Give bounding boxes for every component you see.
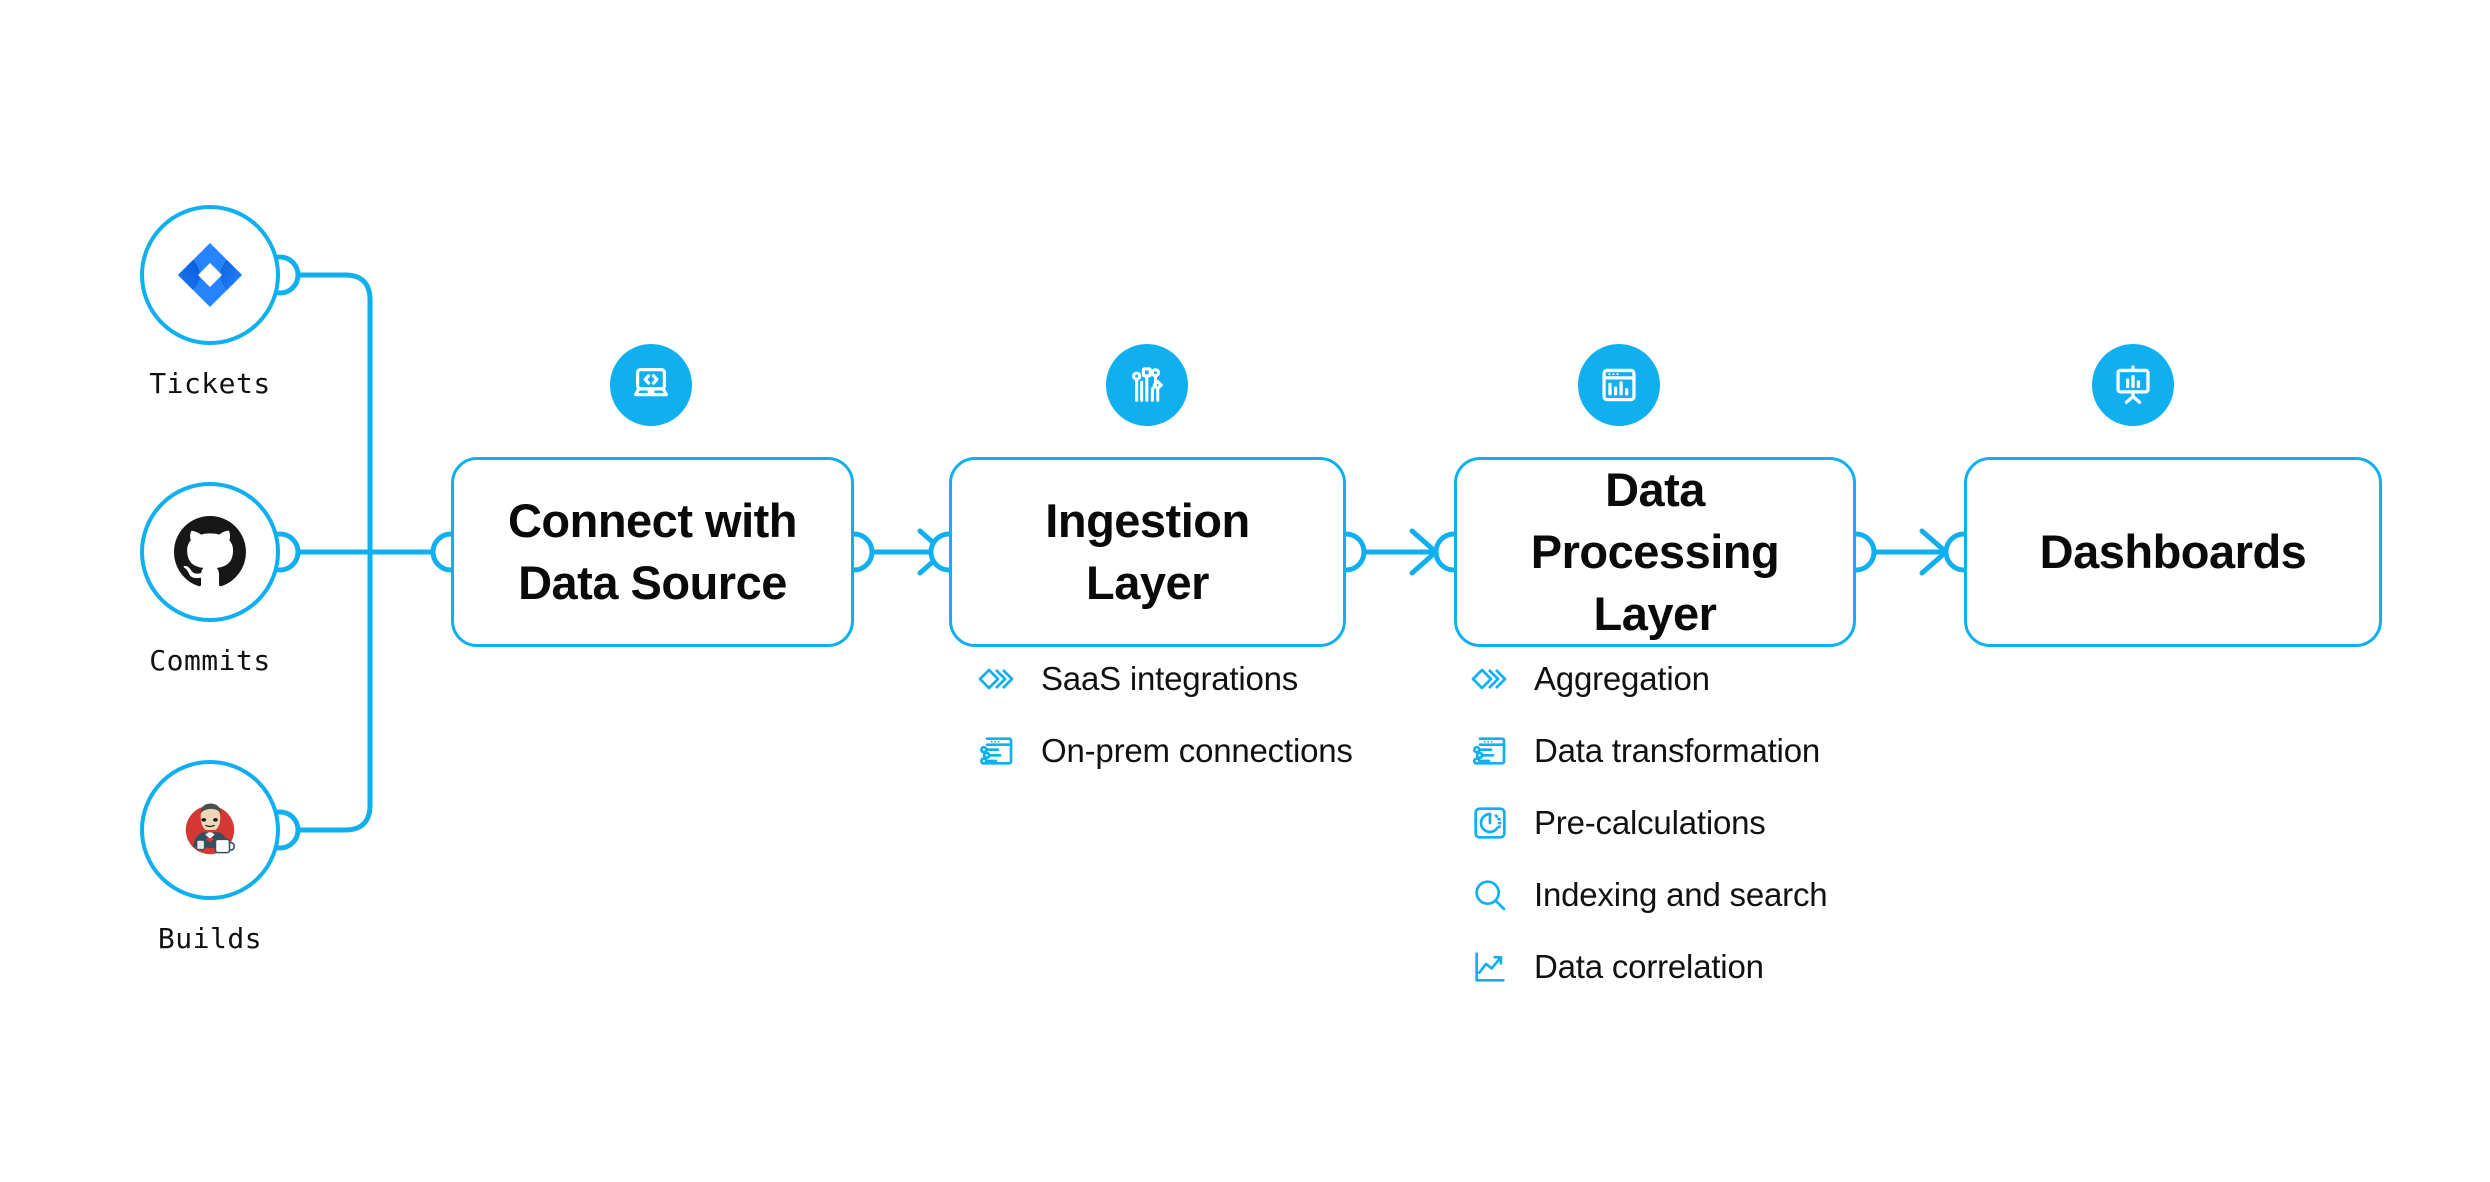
gauge-square-icon: [1468, 801, 1512, 845]
feature-label: SaaS integrations: [1041, 660, 1299, 697]
source-label-builds: Builds: [157, 922, 263, 955]
stage-title-dashboards: Dashboards: [2022, 521, 2325, 583]
jira-icon: [178, 243, 242, 307]
feature-item[interactable]: Pre-calculations: [1468, 787, 1827, 859]
arrowhead-1: [917, 528, 947, 576]
stage-title-connect-line2: Data Source: [518, 556, 787, 609]
source-ring-commits: [140, 482, 280, 622]
source-bus-rail: [282, 272, 373, 833]
stage-title-processing-line2: Layer: [1593, 587, 1717, 641]
stage-box-ingestion[interactable]: Ingestion Layer: [949, 457, 1346, 647]
github-icon: [174, 516, 246, 587]
feature-label: Pre-calculations: [1534, 804, 1766, 841]
jenkins-icon: [185, 803, 235, 855]
source-ring-tickets: [140, 205, 280, 345]
stage-badge-dashboards: [2092, 344, 2174, 426]
source-node-tickets[interactable]: Tickets: [140, 205, 280, 400]
stage-title-processing-line1: Data Processing: [1530, 462, 1780, 578]
source-label-tickets: Tickets: [149, 367, 271, 400]
feature-item[interactable]: SaaS integrations: [975, 643, 1353, 715]
stage-title-ingestion-line1: Ingestion: [1045, 493, 1250, 547]
circuit-nodes-icon: [1132, 367, 1163, 402]
stage-title-connect-line1: Connect with: [507, 493, 798, 547]
laptop-code-icon: [634, 368, 668, 397]
feature-item[interactable]: Data transformation: [1468, 715, 1827, 787]
feature-label: Aggregation: [1534, 660, 1710, 697]
window-sliders-icon: [1468, 729, 1512, 773]
stage-title-dashboards-line1: Dashboards: [2039, 524, 2307, 578]
stage-title-ingestion-line2: Layer: [1086, 556, 1209, 609]
feature-item[interactable]: Aggregation: [1468, 643, 1827, 715]
feature-item[interactable]: Indexing and search: [1468, 859, 1828, 931]
source-node-builds[interactable]: Builds: [140, 760, 280, 955]
source-ring-builds: [140, 760, 280, 900]
source-label-commits: Commits: [149, 644, 271, 677]
feature-label: Data transformation: [1534, 732, 1820, 769]
stage-title-ingestion: Ingestion Layer: [1027, 490, 1267, 614]
arrowhead-2: [1409, 528, 1439, 576]
feature-item[interactable]: Data correlation: [1468, 931, 1827, 1003]
stage-badge-ingestion: [1106, 344, 1188, 426]
feature-list-ingestion: SaaS integrations On-prem conne: [975, 643, 1353, 787]
feature-label: Indexing and search: [1534, 876, 1828, 913]
line-chart-icon: [1468, 945, 1512, 989]
magnifier-icon: [1468, 873, 1512, 917]
stage-title-connect: Connect with Data Source: [490, 490, 815, 614]
feature-item[interactable]: On-prem connections: [975, 715, 1353, 787]
presentation-chart-icon: [2116, 365, 2150, 404]
feature-label: On-prem connections: [1041, 732, 1353, 769]
stage-box-connect[interactable]: Connect with Data Source: [451, 457, 854, 647]
stacked-chevrons-icon: [1468, 657, 1512, 701]
stage-badge-processing: [1578, 344, 1660, 426]
arrowhead-3: [1919, 528, 1949, 576]
feature-list-processing: Aggregation Data transformation: [1468, 643, 1828, 1003]
stage-box-processing[interactable]: Data Processing Layer: [1454, 457, 1856, 647]
stacked-chevrons-icon: [975, 657, 1019, 701]
source-node-commits[interactable]: Commits: [140, 482, 280, 677]
stage-badge-connect: [610, 344, 692, 426]
stage-box-dashboards[interactable]: Dashboards: [1964, 457, 2382, 647]
feature-label: Data correlation: [1534, 948, 1764, 985]
stage-title-processing: Data Processing Layer: [1457, 459, 1853, 645]
window-barchart-icon: [1602, 368, 1636, 402]
window-sliders-icon: [975, 729, 1019, 773]
